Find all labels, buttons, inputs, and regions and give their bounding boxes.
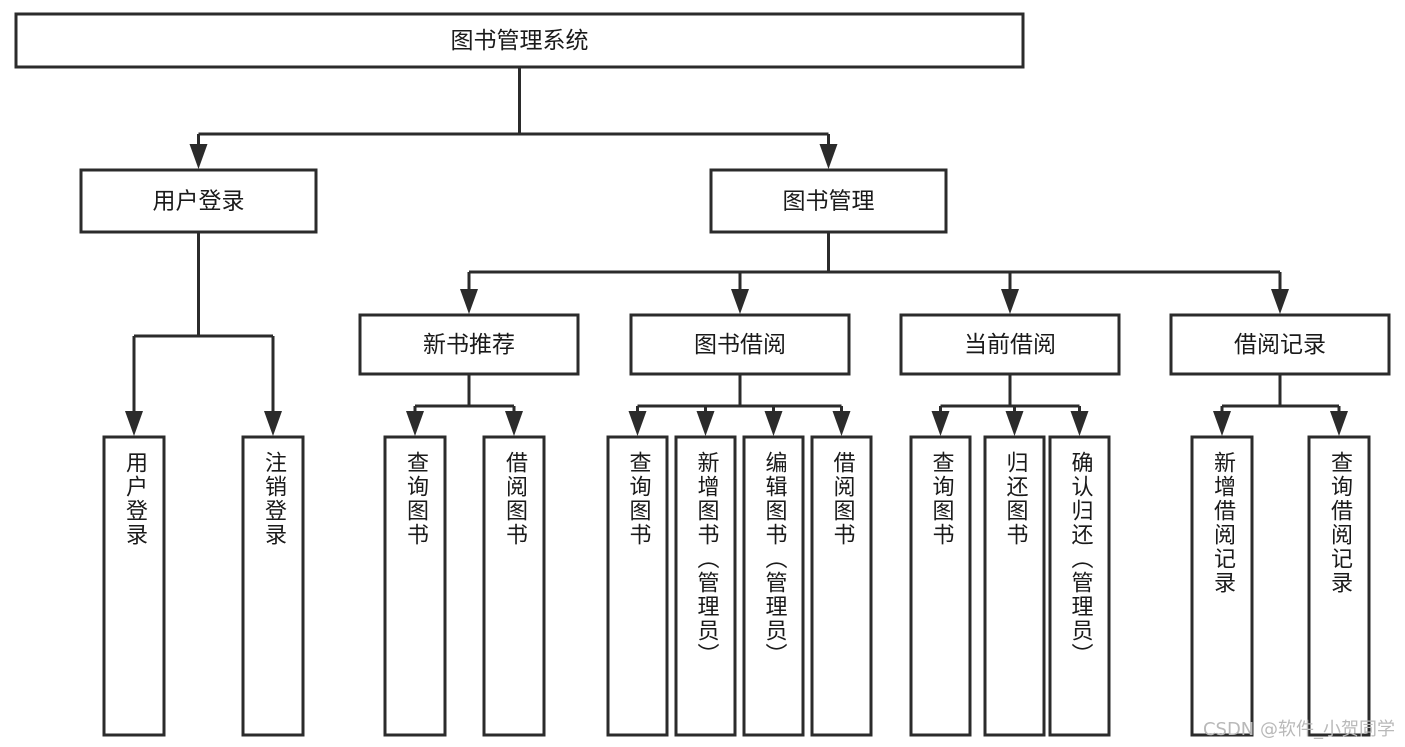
node-box[interactable] (709, 168, 948, 234)
node-box[interactable] (983, 435, 1046, 737)
node-box[interactable] (358, 313, 580, 376)
connector-group-new-book-rec (406, 374, 523, 436)
arrow-head-icon (1005, 411, 1024, 436)
node-label: 用户登录 (153, 189, 245, 215)
arrow-head-icon (731, 289, 749, 314)
node-leaf-bb-borrow[interactable] (810, 435, 873, 737)
arrow-head-icon (1213, 411, 1231, 436)
node-leaf-user-login[interactable] (102, 435, 166, 737)
node-borrow-rec[interactable]: 借阅记录 (1169, 313, 1391, 376)
connector-group-user-login (125, 232, 282, 436)
node-user-login[interactable]: 用户登录 (79, 168, 318, 234)
node-box[interactable] (606, 435, 669, 737)
node-box[interactable] (1048, 435, 1111, 737)
node-box[interactable] (1307, 435, 1371, 737)
node-label: 新书推荐 (423, 332, 515, 358)
node-book-borrow[interactable]: 图书借阅 (629, 313, 851, 376)
node-new-book-rec[interactable]: 新书推荐 (358, 313, 580, 376)
connector-group-book-borrow (628, 374, 851, 436)
arrow-head-icon (764, 411, 783, 436)
node-leaf-user-logout[interactable] (241, 435, 305, 737)
node-label: 图书管理系统 (451, 28, 589, 54)
arrow-head-icon (505, 411, 523, 436)
node-root[interactable]: 图书管理系统 (14, 12, 1025, 69)
arrow-head-icon (696, 411, 715, 436)
node-label: 图书借阅 (694, 332, 786, 358)
arrow-head-icon (819, 144, 838, 169)
node-box[interactable] (629, 313, 851, 376)
node-label: 借阅记录 (1234, 332, 1326, 358)
node-leaf-br-query[interactable] (1307, 435, 1371, 737)
arrow-head-icon (1001, 289, 1019, 314)
node-label: 图书管理 (783, 189, 875, 215)
arrow-head-icon (264, 411, 282, 436)
arrow-head-icon (406, 411, 424, 436)
node-box[interactable] (1169, 313, 1391, 376)
arrow-head-icon (189, 144, 208, 169)
node-leaf-cb-return[interactable] (983, 435, 1046, 737)
node-box[interactable] (241, 435, 305, 737)
node-box[interactable] (899, 313, 1121, 376)
node-box[interactable] (383, 435, 447, 737)
node-leaf-bb-query[interactable] (606, 435, 669, 737)
node-book-manage[interactable]: 图书管理 (709, 168, 948, 234)
arrow-head-icon (931, 411, 950, 436)
arrow-head-icon (125, 411, 143, 436)
connector-group-borrow-rec (1213, 374, 1348, 436)
watermark-text: CSDN @软件_小贺同学 (1202, 719, 1395, 740)
node-leaf-cb-query[interactable] (909, 435, 972, 737)
arrow-head-icon (1271, 289, 1289, 314)
connector-group-cur-borrow (931, 374, 1089, 436)
arrow-head-icon (832, 411, 851, 436)
arrow-head-icon (1330, 411, 1348, 436)
node-box[interactable] (674, 435, 737, 737)
node-leaf-nbr-query[interactable] (383, 435, 447, 737)
arrow-head-icon (628, 411, 647, 436)
node-cur-borrow[interactable]: 当前借阅 (899, 313, 1121, 376)
node-leaf-bb-edit[interactable] (742, 435, 805, 737)
node-box[interactable] (909, 435, 972, 737)
node-leaf-cb-confirm[interactable] (1048, 435, 1111, 737)
node-box[interactable] (810, 435, 873, 737)
node-box[interactable] (1190, 435, 1254, 737)
node-leaf-bb-add[interactable] (674, 435, 737, 737)
node-leaf-nbr-borrow[interactable] (482, 435, 546, 737)
node-box[interactable] (14, 12, 1025, 69)
node-box[interactable] (102, 435, 166, 737)
arrow-head-icon (460, 289, 478, 314)
node-box[interactable] (742, 435, 805, 737)
node-leaf-br-add[interactable] (1190, 435, 1254, 737)
connector-group-root (189, 67, 838, 169)
connector-layer (125, 67, 1348, 436)
node-box[interactable] (482, 435, 546, 737)
arrow-head-icon (1070, 411, 1089, 436)
connector-group-book-manage (460, 232, 1289, 314)
node-label: 当前借阅 (964, 332, 1056, 358)
node-box[interactable] (79, 168, 318, 234)
